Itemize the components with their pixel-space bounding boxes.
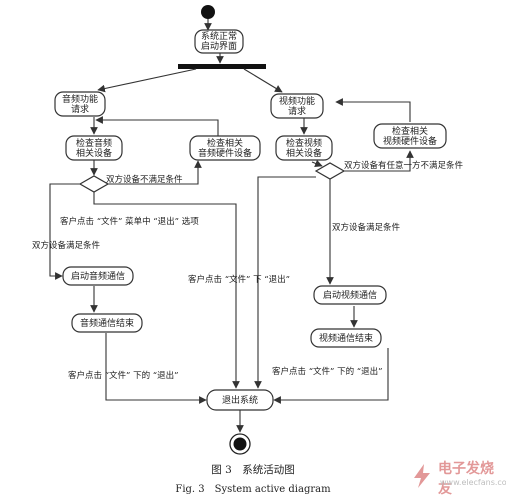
figure-caption-en: Fig. 3 System active diagram [175,484,331,495]
figure-caption-zh: 图 3 系统活动图 [211,464,295,476]
node-label-check-video: 检查视频相关设备 [286,137,322,159]
node-start-video: 启动视频通信 [313,285,387,305]
audio-decision [78,175,110,193]
label-audio-not-satisfied: 双方设备不满足条件 [106,174,183,185]
label-video-satisfied: 双方设备满足条件 [332,222,401,233]
node-label-video-end: 视频通信结束 [319,332,373,344]
node-label-start-audio: 启动音频通信 [71,270,125,282]
label-video-end-exit: 客户点击 “文件” 下的 “退出” [272,366,383,377]
node-label-check-audio-hw: 检查相关音频硬件设备 [198,137,252,159]
node-label-normal-start: 系统正常启动界面 [201,30,237,52]
watermark-url: www.elecfans.com [440,478,506,487]
node-check-video: 检查视频相关设备 [275,135,333,161]
node-label-start-video: 启动视频通信 [323,289,377,301]
node-label-exit: 退出系统 [222,394,258,406]
lightning-icon [414,464,430,488]
node-normal-start: 系统正常启动界面 [194,29,244,54]
node-start-audio: 启动音频通信 [62,266,134,286]
node-exit: 退出系统 [206,389,274,411]
label-video-not-satisfied: 双方设备有任意一方不满足条件 [344,160,464,171]
node-label-video-request: 视频功能请求 [279,95,315,117]
fork-bar [178,64,266,69]
watermark-logo: 电子发烧友 www.elecfans.com [408,458,506,498]
node-check-audio-hw: 检查相关音频硬件设备 [189,135,261,161]
node-video-end: 视频通信结束 [310,328,382,348]
final-node [233,437,247,451]
node-label-audio-end: 音频通信结束 [80,317,134,329]
watermark-name: 电子发烧友 [438,461,494,497]
final-node-ring [229,433,251,455]
node-audio-request: 音频功能请求 [54,91,106,117]
node-label-check-audio: 检查音频相关设备 [76,137,112,159]
node-label-audio-request: 音频功能请求 [62,93,98,115]
edges [49,19,414,433]
label-audio-menu-exit: 客户点击 “文件” 菜单中 “退出” 选项 [60,216,199,227]
label-audio-satisfied: 双方设备满足条件 [32,240,101,251]
node-check-audio: 检查音频相关设备 [65,135,123,161]
initial-node [201,5,215,19]
node-label-check-video-hw: 检查相关视频硬件设备 [383,125,437,147]
label-audio-end-exit: 客户点击 “文件” 下的 “退出” [68,370,179,381]
node-video-request: 视频功能请求 [270,93,324,119]
node-audio-end: 音频通信结束 [71,313,143,333]
node-check-video-hw: 检查相关视频硬件设备 [373,123,447,149]
label-client-exit-1: 客户点击 “文件” 下 “退出” [188,274,290,285]
